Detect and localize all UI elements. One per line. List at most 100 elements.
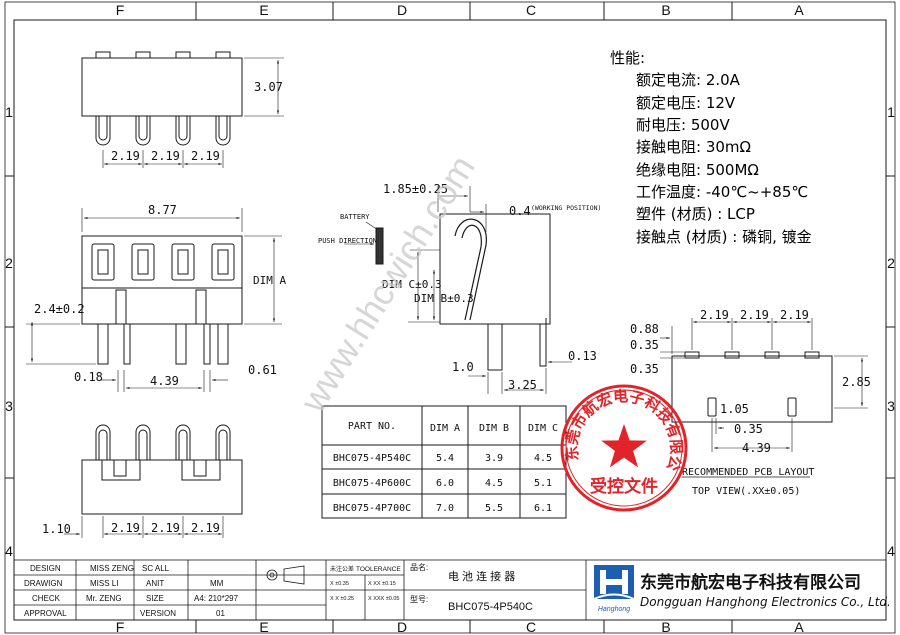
table-cell: 7.0 (436, 503, 454, 514)
tb-model-label: 型号: (410, 595, 428, 604)
battery-label: BATTERY (340, 213, 370, 221)
dim-0-61: 0.61 (248, 363, 277, 377)
col-label: A (794, 2, 804, 18)
row-labels: 1 2 3 4 1 2 3 4 (5, 104, 895, 559)
pcb-dim-0-35: 0.35 (630, 362, 659, 376)
col-label: C (526, 619, 536, 635)
dim-pitch: 2.19 (191, 149, 220, 163)
tb-value: 01 (216, 609, 225, 618)
table-cell: BHC075-4P540C (333, 453, 411, 464)
row-label: 2 (5, 255, 13, 271)
col-label: B (661, 2, 670, 18)
table-cell: 6.1 (534, 503, 552, 514)
spec-item: 接触电阻: 30mΩ (636, 138, 751, 156)
col-label: F (116, 619, 125, 635)
dim-0-18: 0.18 (74, 370, 103, 384)
table-cell: 5.5 (485, 503, 503, 514)
pcb-dim-4-39: 4.39 (742, 441, 771, 455)
spec-item: 塑件 (材质) : LCP (636, 205, 755, 223)
col-label: E (259, 2, 268, 18)
tb-label: ANIT (146, 579, 164, 588)
table-header: DIM A (430, 423, 460, 434)
dim-a-label: DIM A (253, 274, 286, 287)
col-label: D (397, 619, 407, 635)
table-header: PART NO. (348, 421, 396, 432)
row-label: 3 (887, 398, 895, 414)
tb-label: DRAWIGN (24, 579, 63, 588)
column-labels-top: F E D C B A (116, 2, 805, 18)
pcb-dim-pitch: 2.19 (700, 308, 729, 322)
pcb-layout (660, 318, 868, 478)
row-label: 3 (5, 398, 13, 414)
tb-label: APPROVAL (24, 609, 67, 618)
table-cell: 3.9 (485, 453, 503, 464)
pcb-dim-0-35: 0.35 (630, 338, 659, 352)
dim-1-85: 1.85±0.25 (383, 182, 448, 196)
dim-1-10: 1.10 (42, 522, 71, 536)
pcb-dim-1-05: 1.05 (720, 402, 749, 416)
table-cell: BHC075-4P700C (333, 503, 411, 514)
pcb-dim-0-35: 0.35 (734, 422, 763, 436)
title-block-text: DESIGN MISS ZENG SC ALL DRAWIGN MISS LI … (24, 562, 533, 618)
spec-item: 额定电流: 2.0A (636, 71, 741, 89)
bottom-view (64, 424, 243, 538)
title-block (13, 559, 887, 621)
table-cell: 5.1 (534, 478, 552, 489)
tb-label: SIZE (146, 594, 164, 603)
tb-label: VERSION (140, 609, 176, 618)
specs-block: 性能: 额定电流: 2.0A 额定电压: 12V 耐电压: 500V 接触电阻:… (610, 49, 812, 246)
spec-item: 耐电压: 500V (636, 116, 730, 134)
table-header: DIM B (479, 423, 509, 434)
pcb-title: RECOMMENDED PCB LAYOUT (682, 467, 814, 478)
top-view (81, 51, 284, 168)
company-name-en: Dongguan Hanghong Electronics Co., Ltd. (640, 595, 891, 609)
side-view (344, 186, 572, 394)
row-label: 1 (5, 104, 13, 120)
dim-0-4: 0.4 (509, 204, 531, 218)
part-table (321, 405, 567, 519)
col-label: D (397, 2, 407, 18)
tb-name-label: 品名: (410, 562, 428, 572)
spec-item: 接触点 (材质) : 磷铜, 镀金 (636, 228, 812, 246)
row-label: 4 (887, 543, 895, 559)
pcb-dim-0-88: 0.88 (630, 322, 659, 336)
stamp-center-text: 受控文件 (590, 476, 658, 497)
dim-3-25: 3.25 (508, 378, 537, 392)
dim-pitch: 2.19 (151, 149, 180, 163)
tb-model-value: BHC075-4P540C (448, 601, 533, 613)
dim-pitch: 2.19 (111, 149, 140, 163)
tb-tol-label: TOOLERANCE (356, 566, 401, 573)
tb-value: MISS LI (90, 579, 118, 588)
table-cell: 4.5 (534, 453, 552, 464)
row-label: 1 (887, 104, 895, 120)
tb-tol: X X ±0.25 (330, 596, 354, 602)
spec-item: 额定电压: 12V (636, 94, 736, 112)
tb-value: A4: 210*297 (194, 594, 239, 603)
col-label: C (526, 2, 536, 18)
tb-value: MM (210, 579, 224, 588)
dim-pitch: 2.19 (151, 521, 180, 535)
table-header: DIM C (528, 423, 558, 434)
dim-pitch: 2.19 (191, 521, 220, 535)
pcb-view-note: TOP VIEW(.XX±0.05) (692, 486, 800, 497)
column-labels-bottom: F E D C B A (116, 619, 805, 635)
specs-title: 性能: (610, 49, 645, 67)
row-label: 2 (887, 255, 895, 271)
tb-value: MISS ZENG (90, 564, 134, 573)
table-cell: BHC075-4P600C (333, 478, 411, 489)
table-cell: 4.5 (485, 478, 503, 489)
dim-3-07: 3.07 (254, 80, 283, 94)
col-label: A (794, 619, 804, 635)
dim-8-77: 8.77 (148, 203, 177, 217)
tb-label: DESIGN (30, 564, 61, 573)
tb-tol: X XX ±0.15 (368, 581, 396, 587)
table-cell: 5.4 (436, 453, 454, 464)
red-stamp: 东莞市航宏电子科技有限公司 受控文件 (560, 384, 688, 512)
tb-tol-note: 未注公差 (330, 565, 354, 573)
tb-tol: X XXX ±0.05 (368, 596, 399, 602)
front-view (26, 208, 282, 392)
dim-1-0: 1.0 (452, 360, 474, 374)
col-label: F (116, 2, 125, 18)
part-table-text: PART NO. DIM A DIM B DIM C BHC075-4P540C… (333, 421, 558, 514)
